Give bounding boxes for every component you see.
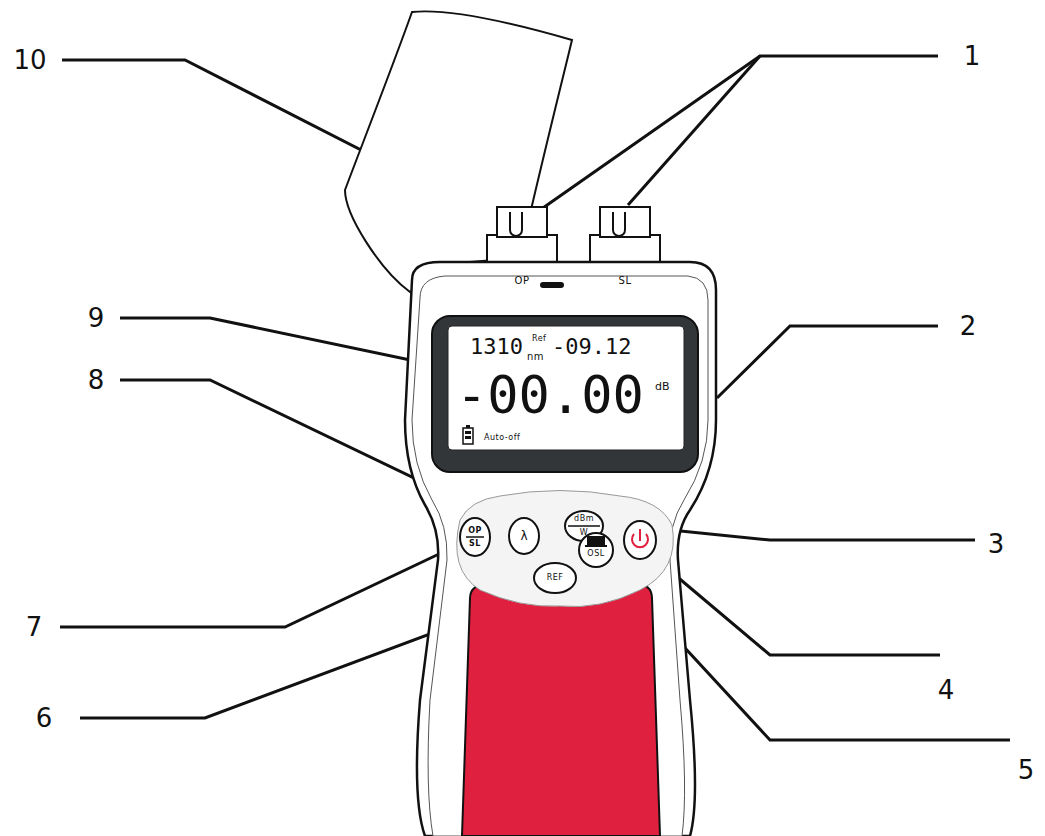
button-pad-part bbox=[624, 521, 656, 559]
button-label: OSL bbox=[587, 550, 604, 558]
meter-housing-part bbox=[412, 276, 708, 836]
button-pad-part bbox=[460, 518, 490, 556]
meter-housing-part bbox=[462, 584, 660, 836]
leader-lines-part bbox=[540, 56, 760, 210]
callout-number: 10 bbox=[13, 47, 46, 73]
button-label: dBm bbox=[574, 515, 594, 523]
unit-label: dB bbox=[655, 381, 670, 392]
display-part bbox=[465, 431, 471, 434]
button-label: λ bbox=[520, 530, 527, 542]
leader-lines-part bbox=[643, 548, 940, 655]
fiber-connectors-part bbox=[487, 235, 557, 265]
fiber-connectors-part bbox=[600, 207, 650, 237]
callout-number: 9 bbox=[88, 305, 105, 331]
callout-number: 6 bbox=[36, 705, 53, 731]
button-pad-part bbox=[579, 533, 613, 567]
display-part bbox=[463, 428, 473, 444]
leader-lines-part bbox=[628, 56, 938, 205]
button-pad bbox=[457, 491, 674, 607]
button-pad-part bbox=[585, 545, 607, 547]
display-part bbox=[465, 436, 471, 439]
wavelength-readout: 1310 bbox=[470, 336, 523, 358]
button-pad-part bbox=[639, 529, 641, 541]
meter-housing-part bbox=[540, 282, 564, 288]
leader-lines-part bbox=[717, 326, 938, 398]
display-part bbox=[466, 425, 470, 428]
port-label: SL bbox=[619, 276, 632, 286]
button-pad-part bbox=[457, 491, 674, 607]
button-pad-part bbox=[466, 536, 484, 538]
fiber-connectors-part bbox=[497, 207, 547, 237]
callout-number: 8 bbox=[88, 367, 105, 393]
button-pad-part bbox=[509, 518, 539, 554]
callout-number: 1 bbox=[964, 43, 981, 69]
unit-label: nm bbox=[527, 352, 544, 362]
meter-housing bbox=[405, 262, 716, 836]
display-part bbox=[432, 316, 698, 472]
fiber-connectors bbox=[487, 207, 660, 265]
fiber-connectors-part bbox=[590, 235, 660, 265]
callout-number: 3 bbox=[988, 531, 1005, 557]
leader-lines-part bbox=[60, 545, 458, 627]
meter-housing-part bbox=[405, 262, 716, 836]
button-label: OP bbox=[468, 527, 482, 535]
dust-cap-flap-part bbox=[345, 11, 572, 292]
port-label: OP bbox=[515, 276, 530, 286]
button-pad-part bbox=[534, 563, 576, 593]
callout-number: 7 bbox=[26, 614, 43, 640]
fiber-connectors-part bbox=[510, 212, 522, 236]
ref-indicator: Ref bbox=[532, 335, 546, 343]
dust-cap-flap bbox=[345, 11, 572, 292]
callout-number: 4 bbox=[938, 677, 955, 703]
callout-number: 5 bbox=[1018, 757, 1035, 783]
button-label: SL bbox=[469, 540, 481, 548]
display-part bbox=[448, 326, 684, 450]
display bbox=[432, 316, 698, 472]
button-label: REF bbox=[547, 574, 564, 582]
button-pad-part bbox=[587, 536, 605, 545]
button-pad-part bbox=[568, 525, 600, 527]
main-readout: -00.00 bbox=[456, 369, 644, 421]
callout-number: 2 bbox=[960, 313, 977, 339]
reference-readout: -09.12 bbox=[552, 336, 631, 358]
button-label: W bbox=[580, 529, 588, 537]
fiber-connectors-part bbox=[613, 212, 625, 236]
auto-off-indicator: Auto-off bbox=[484, 434, 520, 442]
